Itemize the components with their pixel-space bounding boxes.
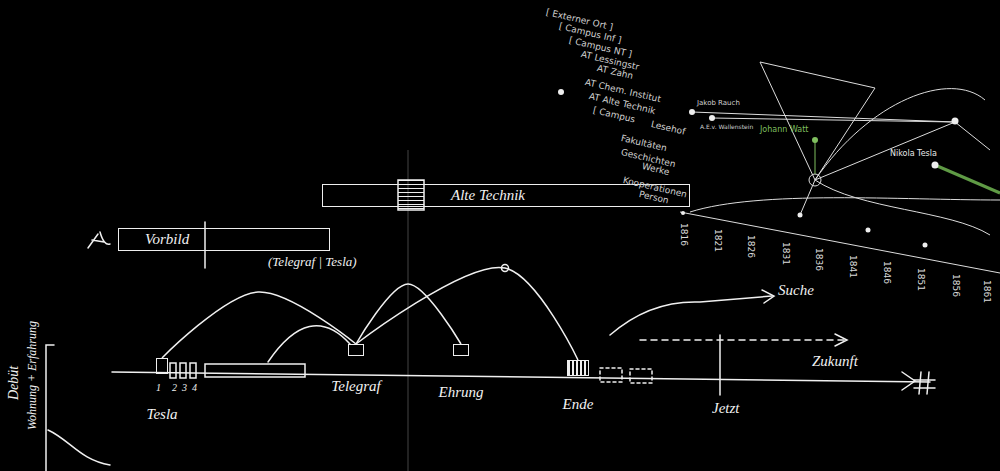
event-square [156, 358, 168, 374]
highlight-line [815, 140, 816, 174]
relation-line [712, 118, 955, 122]
dashed-box [600, 368, 622, 382]
year-label: 1856 [950, 274, 960, 297]
end-mark [914, 372, 935, 394]
person-dot [689, 109, 695, 115]
side-label: Debüt [6, 366, 21, 400]
future-arrow [640, 339, 845, 341]
timeline-arrowhead [902, 372, 915, 390]
event-label: Tesla [146, 406, 177, 423]
hand-arc [268, 326, 350, 362]
left-curve [48, 430, 110, 465]
left-bracket [46, 345, 54, 471]
long-strip [205, 364, 305, 377]
year-label: 1826 [745, 235, 755, 258]
event-square [348, 344, 364, 356]
event-box: Telegraf [331, 344, 380, 395]
year-label: 1836 [813, 248, 823, 271]
highlight-dot [812, 137, 818, 143]
year-label: 1821 [712, 229, 722, 252]
arc-connector [356, 267, 578, 360]
hub-circle [809, 174, 821, 186]
event-label: Telegraf [331, 378, 380, 395]
note-label: Suche [778, 282, 814, 299]
place-dot [558, 89, 564, 95]
note-label: Jetzt [712, 400, 740, 417]
person-dot [709, 115, 715, 121]
arc-connector [356, 284, 461, 344]
year-dot [681, 211, 685, 215]
now-marker [719, 335, 721, 395]
year-label: 1851 [915, 268, 925, 291]
year-label: 1816 [678, 223, 688, 246]
future-arrowhead [835, 334, 847, 346]
year-axis [680, 212, 1000, 273]
person-dot [932, 162, 939, 169]
relation-curve [815, 89, 985, 180]
year-label: 1841 [847, 255, 857, 278]
callout-number: 1 [156, 382, 161, 393]
relation-line [692, 112, 955, 122]
highlight-line [935, 165, 1000, 193]
callout-number: 3 [182, 382, 187, 393]
dashed-box [630, 369, 652, 383]
callout-number: 2 [172, 382, 177, 393]
person-label: Nikola Tesla [890, 150, 937, 159]
year-dot [866, 228, 871, 233]
relation-curve [815, 180, 990, 235]
event-label: Ende [563, 396, 594, 413]
side-label: Wohnung + Erfahrung [26, 321, 39, 430]
note-label: Zukunft [812, 353, 858, 370]
year-label: 1846 [881, 261, 891, 284]
arc-connector [162, 292, 356, 358]
person-label: Johann Watt [760, 126, 808, 135]
small-box [180, 363, 186, 378]
year-label: 1861 [981, 280, 991, 303]
small-box [170, 363, 176, 378]
hand-mark [88, 232, 110, 248]
event-box: Ende [563, 360, 594, 413]
relation-line [815, 122, 990, 180]
relation-curve [690, 198, 1000, 212]
note-label: (Telegraf | Tesla) [268, 255, 357, 269]
event-square [567, 360, 589, 376]
year-dot [923, 243, 928, 248]
callout-number: 4 [192, 382, 197, 393]
event-label: Ehrung [439, 384, 484, 401]
person-label: Jakob Rauch [697, 100, 740, 108]
event-box: Ehrung [439, 344, 484, 401]
band-label: Vorbild [145, 231, 323, 248]
person-dot [952, 118, 959, 125]
category-label: Lesehof [650, 120, 686, 138]
small-box [190, 363, 196, 378]
event-square [453, 344, 469, 356]
search-arrow [610, 296, 772, 335]
year-label: 1831 [780, 242, 790, 265]
person-label: A.E.v. Wallenstein [700, 124, 753, 131]
year-dot [798, 213, 803, 218]
search-arrowhead [762, 290, 774, 303]
timeline-band: Vorbild [118, 228, 330, 251]
